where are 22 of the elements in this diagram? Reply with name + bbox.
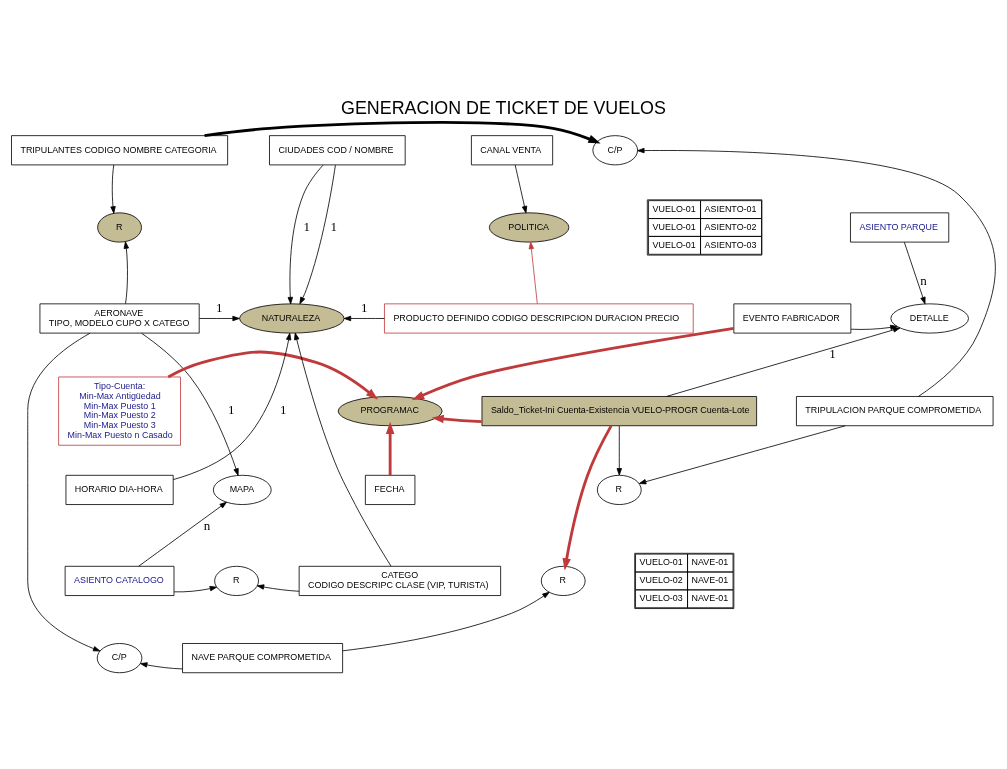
edge-label: 1 [361,299,368,315]
edge-label: 1 [330,218,337,234]
label: VUELO-01 [652,221,696,232]
edge-label: n [203,517,211,533]
edge-label: n [920,273,927,288]
edge-label: 1 [829,346,836,362]
label: ASIENTO-03 [704,239,757,250]
edge-label: 1 [303,218,311,234]
edge-label: 1 [228,402,235,418]
label: NAVE-01 [691,593,729,604]
label: NAVE-01 [691,575,729,586]
label: VUELO-03 [639,593,683,604]
label: VUELO-02 [639,575,683,586]
edge-label: 1 [216,299,223,315]
label: VUELO-01 [652,239,696,250]
label: VUELO-01 [652,203,696,214]
label: NAVE-01 [691,557,729,568]
label: ASIENTO-01 [704,203,757,214]
label: ASIENTO-02 [704,221,757,232]
edge-label: 1 [280,402,287,418]
label: VUELO-01 [639,557,683,568]
diagram-title: GENERACION DE TICKET DE VUELOS [341,97,666,118]
